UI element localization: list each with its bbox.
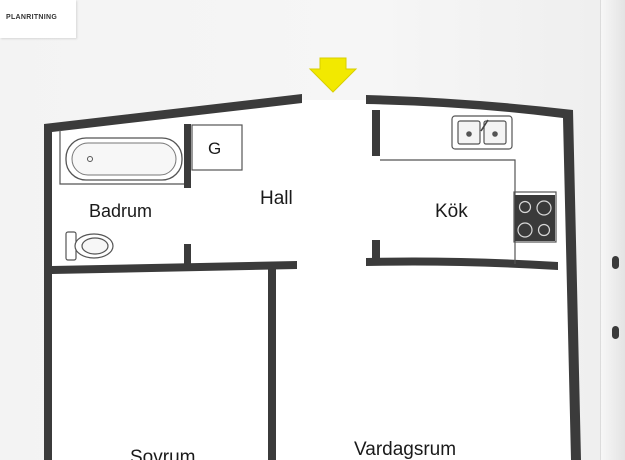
- closet-label: G: [208, 139, 221, 158]
- closet-outline: [191, 124, 243, 171]
- room-label-hall: Hall: [260, 188, 293, 209]
- binding-hole-icon: [612, 256, 619, 269]
- header-tab-label: PLANRITNING: [6, 14, 58, 21]
- room-label-badrum: Badrum: [89, 201, 152, 221]
- room-label-vardagsrum: Vardagsrum: [354, 439, 456, 460]
- header-tab: PLANRITNING: [0, 0, 76, 38]
- room-label-kok: Kök: [435, 201, 468, 222]
- sink-icon: [451, 115, 513, 150]
- page-edge: [600, 0, 625, 460]
- floor-area: [48, 100, 574, 460]
- room-label-sovrum: Sovrum: [130, 447, 195, 460]
- stove-icon: [515, 195, 555, 241]
- binding-hole-icon: [612, 326, 619, 339]
- bathtub-icon: [65, 137, 183, 181]
- interior-walls: [52, 110, 558, 460]
- toilet-icon: [65, 231, 114, 261]
- entrance-arrow-icon: [308, 57, 358, 93]
